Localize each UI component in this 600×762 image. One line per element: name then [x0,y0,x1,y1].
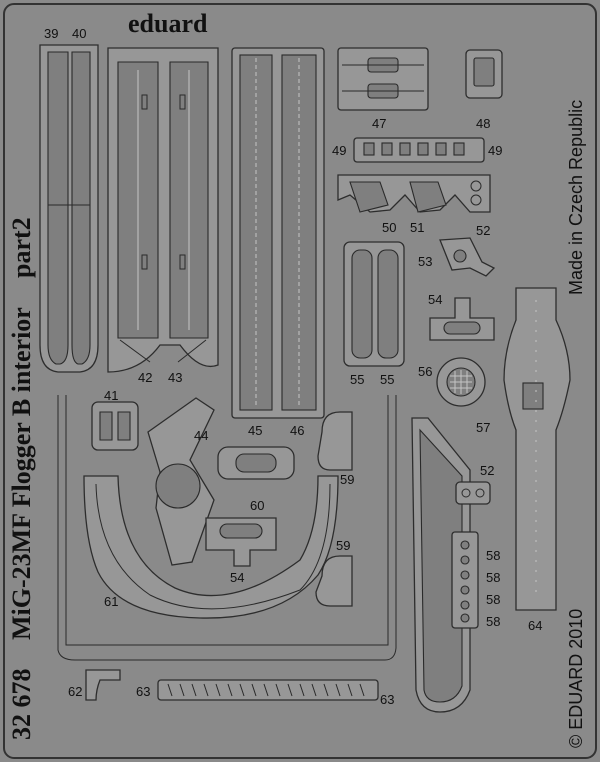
part-number: 63 [380,692,394,707]
svg-text:Made in Czech Republic: Made in Czech Republic [566,100,586,295]
part-number: 54 [230,570,244,585]
part-number: 49 [332,143,346,158]
fret-title: 32 678 MiG-23MF Flogger B interior part2 [7,217,36,740]
part-56-dial [436,357,486,407]
kit-title: MiG-23MF Flogger B interior [7,307,36,640]
part-number: 56 [418,364,432,379]
part-number: 46 [290,423,304,438]
part-48 [465,49,503,99]
part-number: 50 [382,220,396,235]
part-number: 41 [104,388,118,403]
part-63-strip [157,679,379,701]
part-number: 45 [248,423,262,438]
part-number-labels: 39 40 42 43 45 46 47 48 49 49 50 51 52 5… [44,26,542,707]
part-44 [147,397,215,566]
part-number: 58 [486,592,500,607]
part-number: 44 [194,428,208,443]
brand-logo-text: eduard [128,9,208,38]
part-54-lower [205,517,277,567]
part-number: 55 [350,372,364,387]
part-59-hooks [315,411,353,607]
part-52-lower [455,481,491,505]
part-number: 58 [486,570,500,585]
part-number: 55 [380,372,394,387]
part-number: 49 [488,143,502,158]
part-number: 62 [68,684,82,699]
part-number: 61 [104,594,118,609]
part-number: 52 [476,223,490,238]
part-62-rod [57,395,397,701]
part-55-pair [343,241,405,367]
part-50-51-52 [337,174,491,213]
part-number: 40 [72,26,86,41]
copyright-label: © EDUARD 2010 [566,609,586,748]
svg-text:© EDUARD 2010: © EDUARD 2010 [566,609,586,748]
part-number: 52 [480,463,494,478]
part-39-40-strips [39,44,99,373]
part-53 [439,237,496,277]
part-number: 64 [528,618,542,633]
part-number: 51 [410,220,424,235]
part-54-upper [429,297,495,341]
part-number: 60 [250,498,264,513]
part-number: 43 [168,370,182,385]
part-number: 53 [418,254,432,269]
part-58-column [451,531,479,629]
part-number: 58 [486,614,500,629]
part-number: 39 [44,26,58,41]
part-number: 63 [136,684,150,699]
kit-number: 32 678 [7,669,36,741]
part-45-46-rails [231,47,325,419]
part-61-u-frame [83,475,339,619]
part-number: 48 [476,116,490,131]
part-60 [217,446,295,480]
part-number: 47 [372,116,386,131]
part-number: 42 [138,370,152,385]
part-number: 57 [476,420,490,435]
part-41 [91,401,139,451]
made-in-label: Made in Czech Republic [566,100,586,295]
part-42-43-panels [107,47,219,373]
part-64-strap [503,287,571,611]
part-number: 58 [486,548,500,563]
part-number: 59 [340,472,354,487]
fret-part-label: part2 [7,217,36,278]
part-number: 54 [428,292,442,307]
part-49-strip [353,137,485,163]
part-number: 59 [336,538,350,553]
part-47 [337,47,429,111]
